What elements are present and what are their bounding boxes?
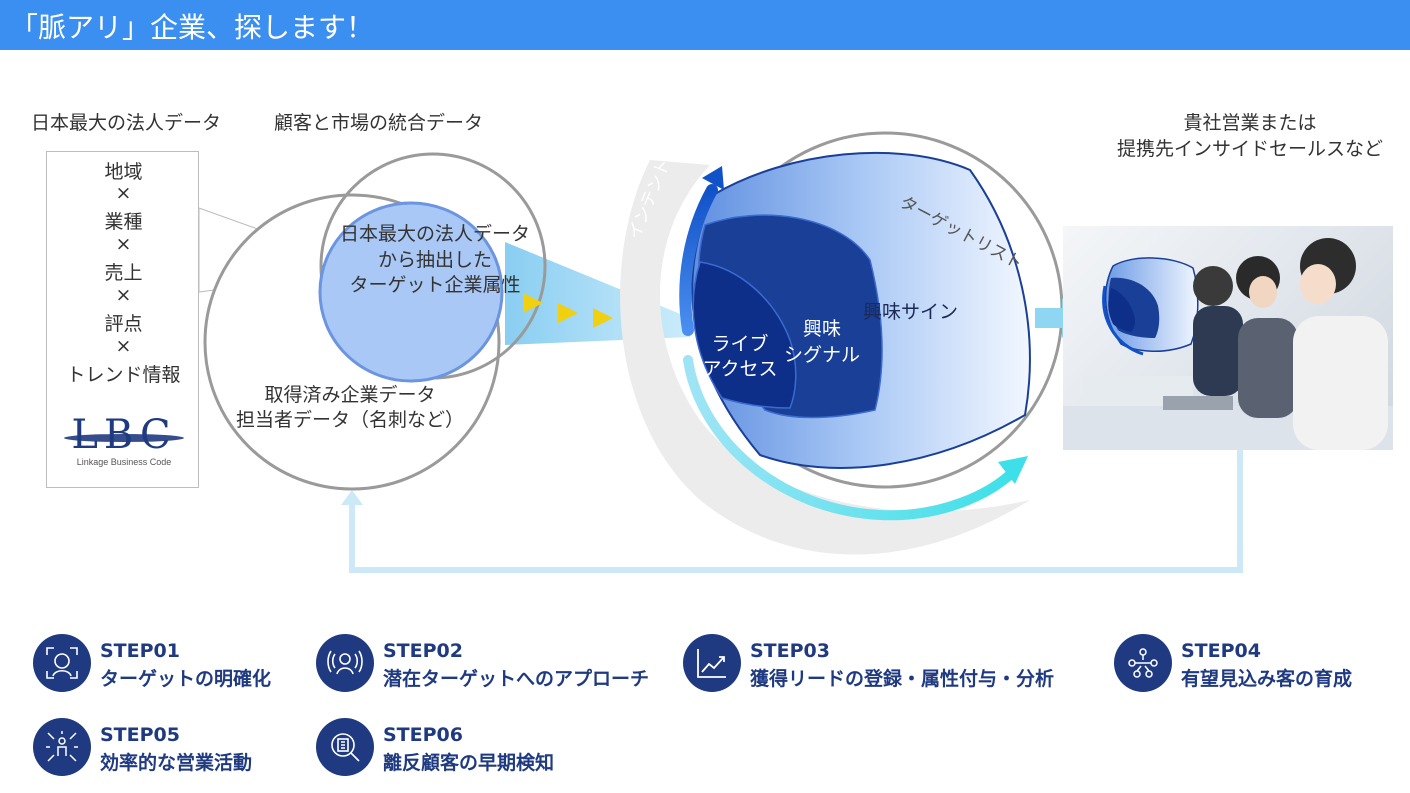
- interest-signal-line2: シグナル: [783, 344, 860, 366]
- broadcast-person-icon: [316, 634, 374, 692]
- attribute-times: ×: [115, 335, 132, 357]
- venn-inner-line1: 日本最大の法人データ: [339, 223, 530, 245]
- venn-outer-line1: 取得済み企業データ: [264, 384, 436, 406]
- attribute-sales: 売上: [104, 262, 143, 284]
- step-02: STEP02 潜在ターゲットへのアプローチ: [316, 634, 649, 694]
- search-building-icon: [316, 718, 374, 776]
- step-01: STEP01 ターゲットの明確化: [33, 634, 293, 694]
- step-03: STEP03 獲得リードの登録・属性付与・分析: [683, 634, 1063, 694]
- feedback-loop-arrowhead: [341, 490, 363, 505]
- step-06: STEP06 離反顧客の早期検知: [316, 718, 636, 778]
- live-access-layer: [692, 261, 797, 409]
- live-access-line1: ライブ: [711, 333, 769, 355]
- step-description: 潜在ターゲットへのアプローチ: [383, 668, 650, 690]
- integrated-data-title: 顧客と市場の統合データ: [274, 112, 484, 134]
- feedback-loop-line: [349, 450, 1243, 573]
- yellow-arrow-3: [593, 308, 613, 328]
- attribute-region: 地域: [104, 161, 143, 183]
- step-description: 獲得リードの登録・属性付与・分析: [750, 668, 1055, 690]
- corp-data-title: 日本最大の法人データ: [31, 112, 222, 134]
- trend-chart-icon: [683, 634, 741, 692]
- focus-person-icon: [33, 718, 91, 776]
- attribute-trend: トレンド情報: [66, 364, 181, 386]
- intent-arrow-head: [702, 166, 724, 190]
- step-code: STEP04: [1181, 640, 1261, 662]
- step-description: 効率的な営業活動: [100, 752, 253, 774]
- cyan-arrow-head: [998, 456, 1028, 484]
- live-access-line2: アクセス: [702, 358, 778, 380]
- face-scan-icon: [33, 634, 91, 692]
- interest-sign-label: 興味サイン: [863, 301, 959, 323]
- lbc-logo: LBC Linkage Business Code: [62, 406, 186, 468]
- step-description: 有望見込み客の育成: [1181, 668, 1353, 690]
- venn-inner-line3: ターゲット企業属性: [349, 274, 521, 296]
- flow-diagram: [198, 131, 1243, 573]
- intent-arrow-shaft: [679, 184, 718, 336]
- interest-signal-line1: 興味: [802, 318, 841, 340]
- step-code: STEP03: [750, 640, 830, 662]
- sales-title-line2: 提携先インサイドセールスなど: [1116, 138, 1383, 160]
- step-04: STEP04 有望見込み客の育成: [1114, 634, 1384, 694]
- step-description: 離反顧客の早期検知: [383, 752, 555, 774]
- title-bar: 「脈アリ」企業、探します！: [0, 0, 1410, 50]
- lbc-subtitle: Linkage Business Code: [76, 457, 172, 467]
- step-code: STEP06: [383, 724, 463, 746]
- attribute-industry: 業種: [104, 211, 143, 233]
- step-code: STEP02: [383, 640, 463, 662]
- step-05: STEP05 効率的な営業活動: [33, 718, 293, 778]
- step-code: STEP01: [100, 640, 180, 662]
- network-people-icon: [1114, 634, 1172, 692]
- attribute-times: ×: [115, 284, 132, 306]
- step-description: ターゲットの明確化: [100, 668, 272, 690]
- attribute-times: ×: [115, 233, 132, 255]
- venn-outer-line2: 担当者データ（名刺など）: [235, 409, 464, 431]
- step-code: STEP05: [100, 724, 180, 746]
- attribute-times: ×: [115, 182, 132, 204]
- target-attribute-ellipse: [318, 201, 504, 383]
- page-title: 「脈アリ」企業、探します！: [10, 11, 375, 44]
- cyan-arrow-shaft: [683, 355, 1020, 521]
- attribute-box: 地域 × 業種 × 売上 × 評点 × トレンド情報 LBC Linkage B…: [46, 151, 199, 488]
- yellow-arrow-2: [558, 303, 578, 323]
- sales-title-line1: 貴社営業または: [1183, 112, 1317, 134]
- venn-inner-line2: から抽出した: [377, 249, 492, 271]
- attribute-rating: 評点: [104, 313, 143, 335]
- intent-crescent: [620, 160, 1030, 555]
- call-center-photo: [1063, 226, 1393, 450]
- yellow-arrow-1: [523, 293, 543, 313]
- lbc-logo-text: LBC: [71, 412, 176, 458]
